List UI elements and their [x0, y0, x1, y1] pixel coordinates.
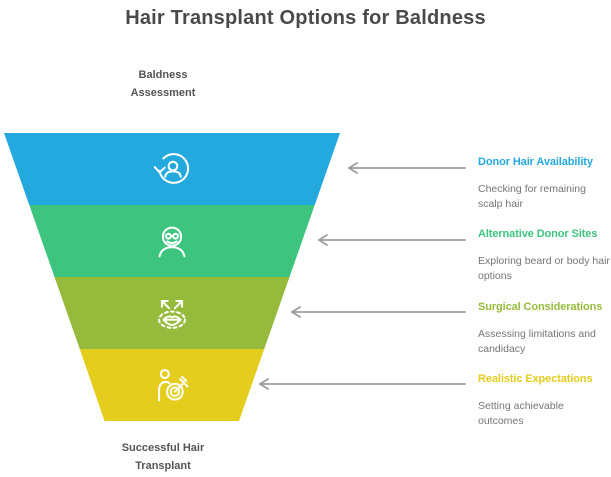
- stage-label-donor-hair-availability: Donor Hair Availability Checking for rem…: [478, 156, 611, 212]
- left-arrow-icon: [291, 306, 466, 318]
- funnel-stage-donor-hair-availability: [4, 133, 340, 205]
- funnel-stage-surgical-considerations: [54, 277, 290, 349]
- left-arrow-icon: [259, 378, 466, 390]
- stage-label-realistic-expectations: Realistic Expectations Setting achievabl…: [478, 373, 611, 429]
- person-refresh-icon: [153, 153, 190, 184]
- stage-label-description: Checking for remaining scalp hair: [478, 183, 586, 211]
- stage-label-surgical-considerations: Surgical Considerations Assessing limita…: [478, 301, 611, 357]
- lips-arrows-icon: [158, 300, 186, 329]
- left-arrow-icon: [318, 234, 466, 246]
- stage-label-description: Exploring beard or body hair options: [478, 255, 610, 283]
- pointer-arrow-donor-hair-availability: [340, 161, 466, 175]
- funnel: [4, 133, 340, 421]
- funnel-entry-caption: Baldness Assessment: [130, 69, 196, 99]
- funnel-stage-realistic-expectations: [79, 349, 265, 421]
- funnel-stage-alternative-donor-sites: [29, 205, 315, 277]
- stage-label-title: Alternative Donor Sites: [478, 228, 598, 240]
- stage-label-description: Setting achievable outcomes: [478, 400, 564, 428]
- stage-label-title: Surgical Considerations: [478, 301, 603, 313]
- page-title: Hair Transplant Options for Baldness: [125, 7, 486, 29]
- funnel-exit-caption: Successful Hair Transplant: [121, 442, 205, 472]
- person-target-icon: [158, 368, 189, 402]
- pointer-arrow-alternative-donor-sites: [310, 233, 466, 247]
- stage-label-alternative-donor-sites: Alternative Donor Sites Exploring beard …: [478, 228, 611, 284]
- pointer-arrow-realistic-expectations: [251, 377, 466, 391]
- bearded-man-icon: [158, 226, 186, 258]
- stage-label-title: Donor Hair Availability: [478, 156, 593, 168]
- stage-label-description: Assessing limitations and candidacy: [478, 328, 596, 356]
- pointer-arrow-surgical-considerations: [283, 305, 466, 319]
- left-arrow-icon: [348, 162, 466, 174]
- stage-label-title: Realistic Expectations: [478, 373, 593, 385]
